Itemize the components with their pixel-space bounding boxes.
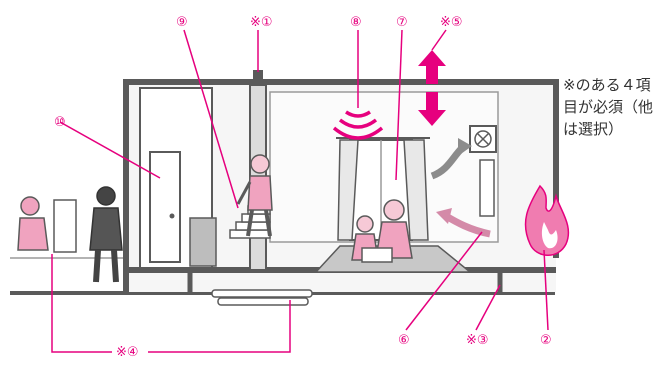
fire-illustration xyxy=(524,184,570,256)
required-items-note: ※のある４項目が必須（他は選択） xyxy=(563,76,654,138)
label-5: ※⑤ xyxy=(440,15,463,30)
label-10: ⑩ xyxy=(54,115,66,130)
label-8: ⑧ xyxy=(350,15,362,30)
label-7: ⑦ xyxy=(396,15,408,30)
vertical-airflow-arrows xyxy=(418,50,446,126)
mother-and-child-figure xyxy=(351,199,413,263)
label-6: ⑥ xyxy=(398,333,410,348)
underground-pipes xyxy=(211,289,313,306)
label-1: ※① xyxy=(250,15,273,30)
alarm-sound-waves xyxy=(332,110,384,140)
shoe-cabinet xyxy=(189,217,217,267)
label-2: ② xyxy=(540,333,552,348)
ventilation-fan xyxy=(469,125,497,153)
label-9: ⑨ xyxy=(176,15,188,30)
elderly-person-figure xyxy=(236,154,273,237)
label-3: ※③ xyxy=(466,333,489,348)
entrance-door xyxy=(149,151,181,263)
side-window xyxy=(479,159,495,217)
label-4: ※④ xyxy=(116,345,139,360)
leader-lines xyxy=(51,29,549,353)
outdoor-workers-figure xyxy=(17,186,123,283)
